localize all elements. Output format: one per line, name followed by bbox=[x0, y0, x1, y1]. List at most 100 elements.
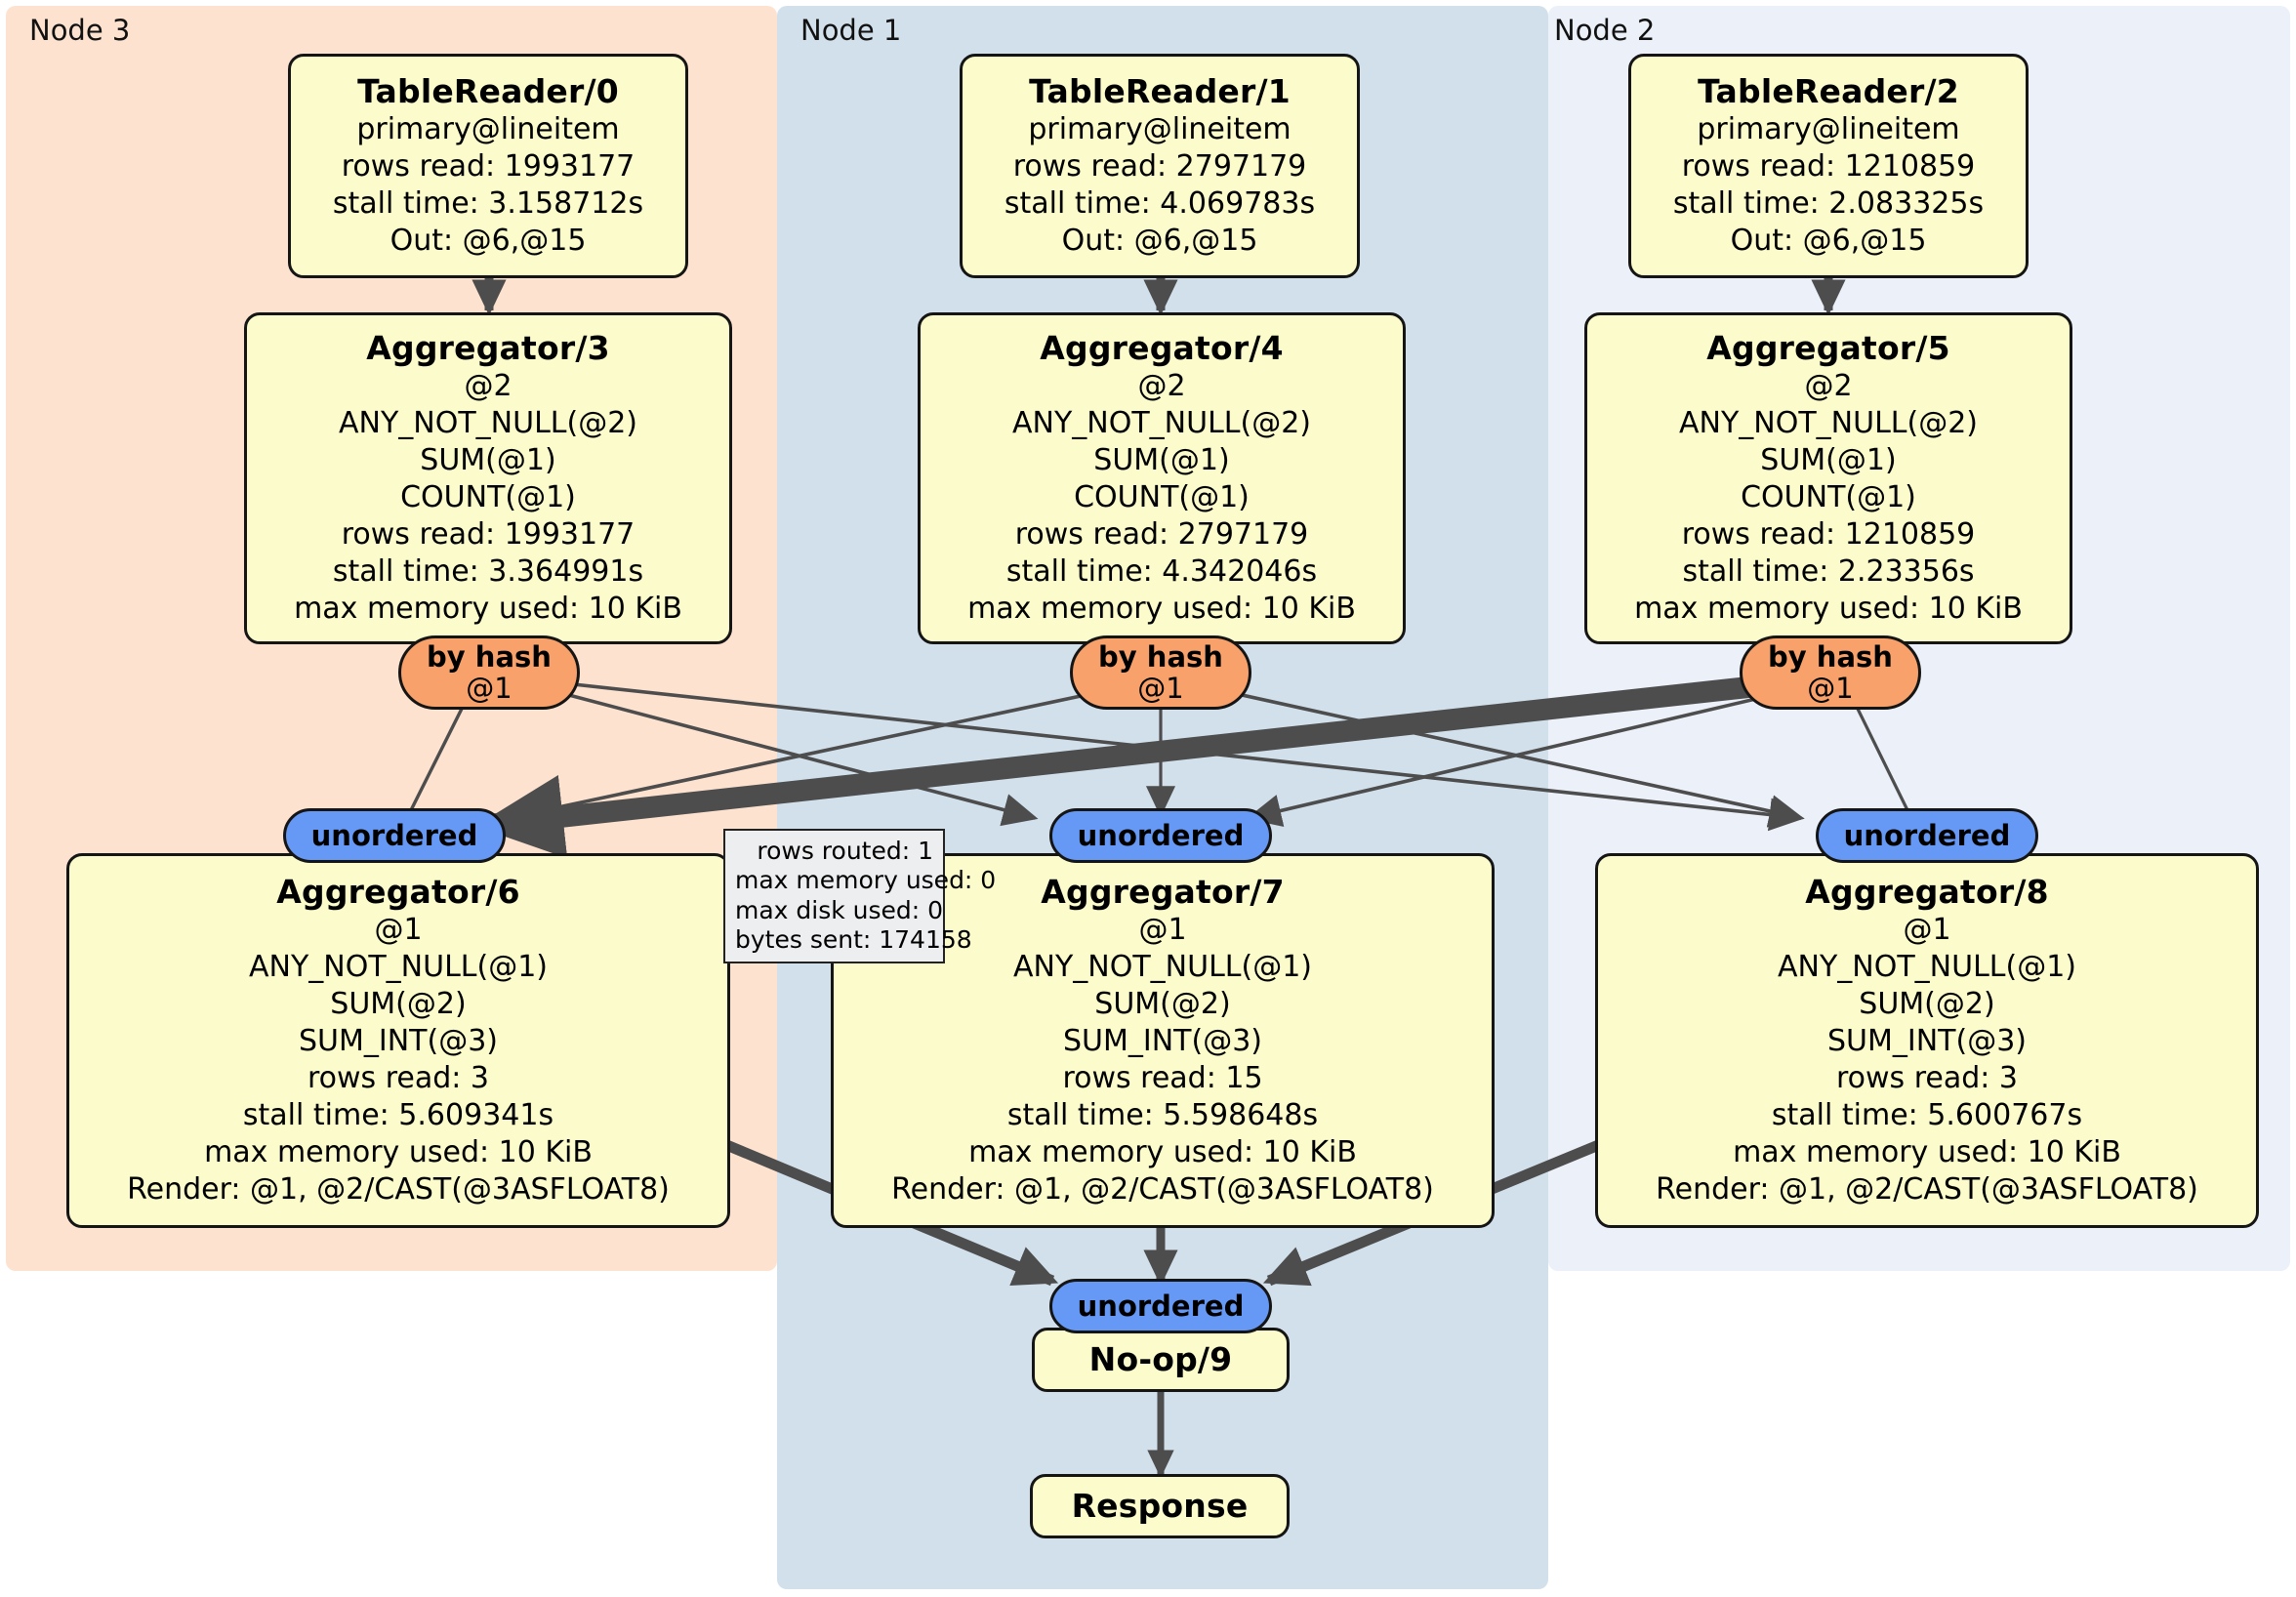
node-aggregator-5[interactable]: Aggregator/5 @2 ANY_NOT_NULL(@2) SUM(@1)… bbox=[1584, 312, 2072, 644]
node-detail-line: stall time: 2.23356s bbox=[1682, 554, 1975, 590]
node-detail-line: @2 bbox=[1804, 369, 1853, 404]
node-no-op-9[interactable]: No-op/9 bbox=[1032, 1328, 1290, 1392]
node-detail-line: SUM_INT(@3) bbox=[1063, 1024, 1262, 1059]
node-detail-line: stall time: 2.083325s bbox=[1672, 186, 1985, 222]
synchronizer-unordered-left[interactable]: unordered bbox=[283, 808, 506, 863]
node-detail-line: Out: @6,@15 bbox=[390, 224, 587, 259]
node-detail-line: stall time: 5.600767s bbox=[1771, 1098, 2083, 1133]
node-title: Aggregator/4 bbox=[1040, 329, 1284, 368]
node-detail-line: Render: @1, @2/CAST(@3ASFLOAT8) bbox=[1656, 1171, 2198, 1207]
node-detail-line: rows read: 2797179 bbox=[1014, 517, 1309, 553]
node-detail-line: primary@lineitem bbox=[1028, 112, 1292, 147]
node-detail-line: COUNT(@1) bbox=[1741, 480, 1916, 515]
node-detail-line: rows read: 3 bbox=[307, 1061, 490, 1096]
node-table-reader-2[interactable]: TableReader/2 primary@lineitem rows read… bbox=[1628, 54, 2029, 278]
node-detail-line: rows read: 1210859 bbox=[1681, 149, 1976, 184]
node-detail-line: SUM(@2) bbox=[1859, 987, 1995, 1022]
node-detail-line: rows read: 3 bbox=[1835, 1061, 2019, 1096]
node-title: Aggregator/6 bbox=[276, 873, 520, 912]
node-aggregator-6[interactable]: Aggregator/6 @1 ANY_NOT_NULL(@1) SUM(@2)… bbox=[66, 853, 730, 1228]
node-detail-line: ANY_NOT_NULL(@1) bbox=[1778, 950, 2076, 985]
node-aggregator-3[interactable]: Aggregator/3 @2 ANY_NOT_NULL(@2) SUM(@1)… bbox=[244, 312, 732, 644]
node-table-reader-1[interactable]: TableReader/1 primary@lineitem rows read… bbox=[960, 54, 1360, 278]
cluster-label-node-2: Node 2 bbox=[1554, 14, 1656, 47]
node-table-reader-0[interactable]: TableReader/0 primary@lineitem rows read… bbox=[288, 54, 688, 278]
node-detail-line: stall time: 3.364991s bbox=[332, 554, 644, 590]
node-title: Response bbox=[1071, 1486, 1249, 1525]
cluster-label-node-1: Node 1 bbox=[800, 14, 902, 47]
stats-line: max disk used: 0 bbox=[735, 895, 944, 924]
node-detail-line: ANY_NOT_NULL(@2) bbox=[339, 406, 637, 441]
router-label: by hash bbox=[1768, 639, 1893, 674]
node-detail-line: SUM_INT(@3) bbox=[1827, 1024, 2027, 1059]
node-detail-line: SUM(@1) bbox=[1093, 443, 1230, 478]
router-by-hash-left[interactable]: by hash @1 bbox=[398, 635, 580, 710]
node-detail-line: ANY_NOT_NULL(@1) bbox=[1013, 950, 1312, 985]
node-title: TableReader/2 bbox=[1698, 72, 1959, 110]
node-detail-line: SUM(@2) bbox=[330, 987, 467, 1022]
router-column: @1 bbox=[1807, 672, 1854, 705]
node-detail-line: ANY_NOT_NULL(@1) bbox=[249, 950, 548, 985]
node-detail-line: rows read: 1993177 bbox=[341, 517, 636, 553]
node-detail-line: Render: @1, @2/CAST(@3ASFLOAT8) bbox=[891, 1171, 1434, 1207]
node-detail-line: SUM(@1) bbox=[420, 443, 556, 478]
router-by-hash-center[interactable]: by hash @1 bbox=[1070, 635, 1251, 710]
router-by-hash-right[interactable]: by hash @1 bbox=[1740, 635, 1921, 710]
router-column: @1 bbox=[466, 672, 512, 705]
node-detail-line: stall time: 4.342046s bbox=[1005, 554, 1318, 590]
node-detail-line: stall time: 5.598648s bbox=[1006, 1098, 1319, 1133]
node-detail-line: rows read: 2797179 bbox=[1012, 149, 1307, 184]
synchronizer-label: unordered bbox=[1077, 818, 1245, 852]
node-detail-line: @1 bbox=[374, 913, 423, 948]
node-detail-line: max memory used: 10 KiB bbox=[294, 591, 682, 626]
synchronizer-label: unordered bbox=[1077, 1289, 1245, 1323]
router-label: by hash bbox=[1098, 639, 1223, 674]
node-detail-line: rows read: 1210859 bbox=[1681, 517, 1976, 553]
node-detail-line: stall time: 4.069783s bbox=[1004, 186, 1316, 222]
node-detail-line: stall time: 3.158712s bbox=[332, 186, 644, 222]
node-detail-line: max memory used: 10 KiB bbox=[1634, 591, 2023, 626]
node-title: Aggregator/7 bbox=[1041, 873, 1285, 912]
node-title: Aggregator/8 bbox=[1805, 873, 2049, 912]
node-detail-line: @2 bbox=[1137, 369, 1186, 404]
stats-line: bytes sent: 174158 bbox=[735, 924, 972, 954]
node-detail-line: primary@lineitem bbox=[356, 112, 620, 147]
stats-line: rows routed: 1 bbox=[757, 837, 933, 865]
node-detail-line: @2 bbox=[464, 369, 512, 404]
node-detail-line: max memory used: 10 KiB bbox=[968, 1135, 1357, 1169]
node-detail-line: @1 bbox=[1138, 913, 1187, 948]
cluster-label-node-3: Node 3 bbox=[29, 14, 131, 47]
node-detail-line: ANY_NOT_NULL(@2) bbox=[1012, 406, 1311, 441]
node-detail-line: max memory used: 10 KiB bbox=[967, 591, 1356, 626]
node-title: TableReader/1 bbox=[1029, 72, 1291, 110]
node-detail-line: max memory used: 10 KiB bbox=[204, 1135, 593, 1169]
router-column: @1 bbox=[1137, 672, 1184, 705]
node-detail-line: COUNT(@1) bbox=[400, 480, 576, 515]
node-detail-line: COUNT(@1) bbox=[1074, 480, 1250, 515]
node-detail-line: Out: @6,@15 bbox=[1730, 224, 1927, 259]
node-detail-line: ANY_NOT_NULL(@2) bbox=[1679, 406, 1978, 441]
node-detail-line: stall time: 5.609341s bbox=[242, 1098, 554, 1133]
edge-stats-tooltip: rows routed: 1 max memory used: 0 max di… bbox=[723, 829, 997, 963]
node-aggregator-4[interactable]: Aggregator/4 @2 ANY_NOT_NULL(@2) SUM(@1)… bbox=[918, 312, 1406, 644]
node-detail-line: SUM(@1) bbox=[1760, 443, 1897, 478]
node-detail-line: @1 bbox=[1903, 913, 1951, 948]
node-title: Aggregator/3 bbox=[366, 329, 610, 368]
synchronizer-label: unordered bbox=[310, 818, 478, 852]
node-detail-line: Out: @6,@15 bbox=[1061, 224, 1258, 259]
node-detail-line: SUM_INT(@3) bbox=[299, 1024, 498, 1059]
synchronizer-unordered-final[interactable]: unordered bbox=[1049, 1279, 1272, 1333]
node-detail-line: Render: @1, @2/CAST(@3ASFLOAT8) bbox=[127, 1171, 670, 1207]
node-detail-line: rows read: 15 bbox=[1062, 1061, 1263, 1096]
node-response[interactable]: Response bbox=[1030, 1474, 1290, 1538]
node-aggregator-8[interactable]: Aggregator/8 @1 ANY_NOT_NULL(@1) SUM(@2)… bbox=[1595, 853, 2259, 1228]
node-title: Aggregator/5 bbox=[1706, 329, 1950, 368]
node-detail-line: primary@lineitem bbox=[1697, 112, 1960, 147]
synchronizer-label: unordered bbox=[1843, 818, 2011, 852]
synchronizer-unordered-center[interactable]: unordered bbox=[1049, 808, 1272, 863]
synchronizer-unordered-right[interactable]: unordered bbox=[1816, 808, 2038, 863]
node-title: No-op/9 bbox=[1088, 1339, 1233, 1378]
stats-line: max memory used: 0 bbox=[735, 866, 997, 895]
node-detail-line: rows read: 1993177 bbox=[341, 149, 636, 184]
